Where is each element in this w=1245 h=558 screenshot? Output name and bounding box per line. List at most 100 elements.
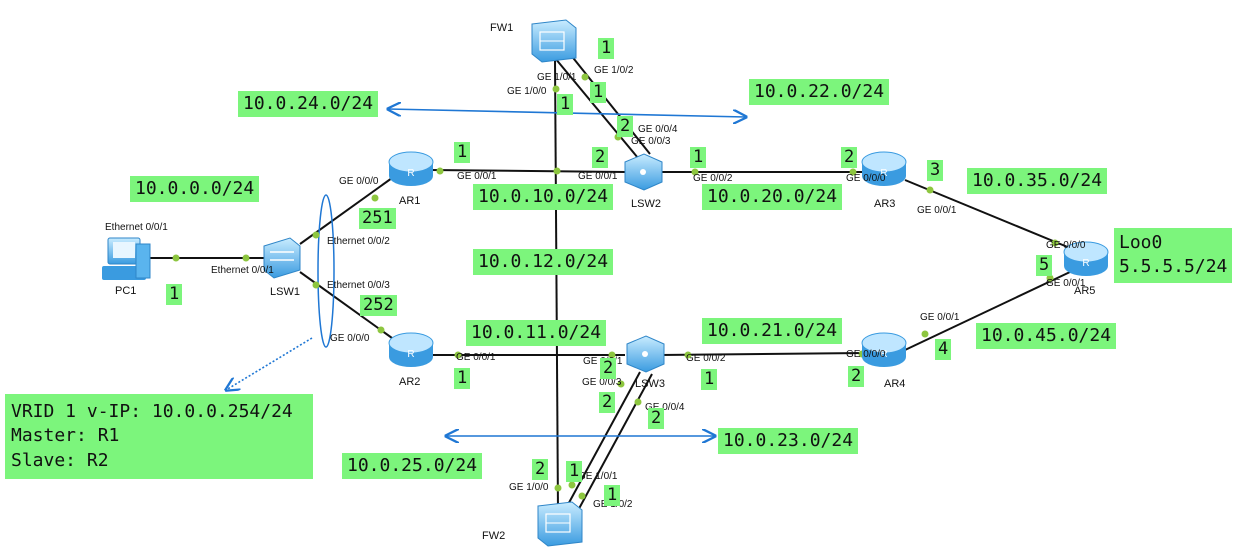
port-label: GE 0/0/0 [846, 349, 886, 360]
host-id-label: 4 [935, 339, 952, 360]
ar4-name: AR4 [884, 378, 906, 390]
host-id-label: 5 [1036, 255, 1053, 276]
host-id-label: 1 [604, 485, 621, 506]
network-label: 10.0.10.0/24 [473, 184, 614, 210]
vrrp-pointer [226, 337, 313, 390]
svg-text:R: R [880, 168, 887, 179]
host-id-label: 1 [566, 461, 583, 482]
host-id-label: 2 [532, 459, 549, 480]
host-id-label: 2 [648, 408, 665, 429]
network-label: 10.0.25.0/24 [342, 453, 483, 479]
ar1-name: AR1 [399, 195, 421, 207]
network-label: 10.0.22.0/24 [749, 79, 890, 105]
svg-text:R: R [407, 168, 414, 179]
host-id-label: 2 [841, 147, 858, 168]
port-label: GE 0/0/3 [582, 377, 622, 388]
port-label: GE 0/0/1 [917, 205, 957, 216]
ar2-router-icon: R [388, 332, 434, 367]
port-label: GE 0/0/4 [645, 402, 685, 413]
loopback-address: 5.5.5.5/24 [1119, 256, 1228, 278]
lsw2-name: LSW2 [631, 198, 661, 210]
lsw1-switch-icon [263, 237, 301, 279]
loopback-label: Loo0 5.5.5.5/24 [1114, 228, 1233, 283]
host-id-label: 1 [690, 147, 707, 168]
host-id-label: 1 [590, 82, 607, 103]
ar5-router-icon: R [1063, 241, 1109, 276]
ar3-router-icon: R [861, 151, 907, 186]
port-label: GE 0/0/3 [631, 136, 671, 147]
lsw3-switch-icon [626, 335, 665, 373]
fw1-name: FW1 [490, 22, 514, 34]
port-label: GE 0/0/0 [1046, 240, 1086, 251]
ar3-name: AR3 [874, 198, 896, 210]
port-label: GE 0/0/4 [638, 124, 678, 135]
port-label: GE 1/0/1 [537, 72, 577, 83]
link-ar1-lsw2 [429, 169, 626, 173]
host-id-label: 251 [359, 208, 396, 229]
port-label: GE 0/0/0 [846, 173, 886, 184]
host-id-label: 2 [848, 366, 865, 387]
host-id-label: 1 [454, 142, 471, 163]
host-id-label: 2 [592, 147, 609, 168]
vrrp-group-ellipse [317, 194, 335, 348]
svg-text:R: R [1082, 258, 1089, 269]
port-label: GE 0/0/1 [578, 171, 618, 182]
host-id-label: 3 [927, 160, 944, 181]
fw2-firewall-icon [537, 501, 583, 547]
network-label: 10.0.23.0/24 [718, 428, 859, 454]
port-label: GE 1/0/1 [578, 471, 618, 482]
port-label: GE 1/0/0 [509, 482, 549, 493]
link-lsw3-ar4 [659, 352, 866, 356]
vrrp-info-box: VRID 1 v-IP: 10.0.0.254/24 Master: R1 Sl… [5, 394, 313, 479]
svg-text:R: R [407, 349, 414, 360]
ar2-name: AR2 [399, 376, 421, 388]
host-id-label: 2 [617, 116, 634, 137]
network-label: 10.0.24.0/24 [238, 91, 379, 117]
ar4-router-icon: R [861, 332, 907, 367]
link-ar5-ar4 [904, 271, 1071, 351]
port-label: Ethernet 0/0/3 [327, 280, 390, 291]
host-id-label: 1 [166, 284, 183, 305]
link-lsw3-fw2-b [574, 373, 653, 517]
pc1-name: PC1 [115, 285, 137, 297]
port-label: GE 0/0/2 [686, 353, 726, 364]
port-label: GE 0/0/1 [920, 312, 960, 323]
vrrp-master: Master: R1 [11, 425, 120, 447]
vrrp-slave: Slave: R2 [11, 449, 109, 471]
lsw1-name: LSW1 [270, 286, 300, 298]
host-id-label: 1 [701, 369, 718, 390]
network-label: 10.0.20.0/24 [702, 184, 843, 210]
fw2-name: FW2 [482, 530, 506, 542]
network-label: 10.0.45.0/24 [976, 323, 1117, 349]
port-label: GE 0/0/1 [457, 171, 497, 182]
port-label: GE 0/0/2 [693, 173, 733, 184]
port-label: GE 1/0/0 [507, 86, 547, 97]
host-id-label: 1 [598, 38, 615, 59]
port-label: Ethernet 0/0/1 [211, 265, 274, 276]
port-label: Ethernet 0/0/2 [327, 236, 390, 247]
port-label: Ethernet 0/0/1 [105, 222, 168, 233]
port-label: GE 0/0/1 [456, 352, 496, 363]
port-label: GE 1/0/2 [594, 65, 634, 76]
ar5-name: AR5 [1074, 285, 1096, 297]
pc1-computer-icon [102, 237, 151, 280]
svg-text:R: R [880, 349, 887, 360]
network-label: 10.0.0.0/24 [130, 176, 260, 202]
lsw3-name: LSW3 [635, 378, 665, 390]
host-id-label: 2 [599, 392, 616, 413]
link-fw1-fw2 [554, 59, 559, 513]
loopback-name: Loo0 [1119, 232, 1163, 253]
lsw2-switch-icon [624, 153, 663, 191]
network-label: 10.0.12.0/24 [473, 249, 614, 275]
port-label: GE 0/0/0 [330, 333, 370, 344]
host-id-label: 1 [557, 94, 574, 115]
port-label: GE 0/0/1 [1046, 278, 1086, 289]
network-label: 10.0.21.0/24 [702, 318, 843, 344]
port-label: GE 0/0/0 [339, 176, 379, 187]
host-id-label: 2 [600, 358, 617, 379]
host-id-label: 252 [360, 295, 397, 316]
host-id-label: 1 [454, 368, 471, 389]
network-label: 10.0.11.0/24 [466, 320, 607, 346]
vrrp-vip: VRID 1 v-IP: 10.0.0.254/24 [11, 401, 293, 422]
